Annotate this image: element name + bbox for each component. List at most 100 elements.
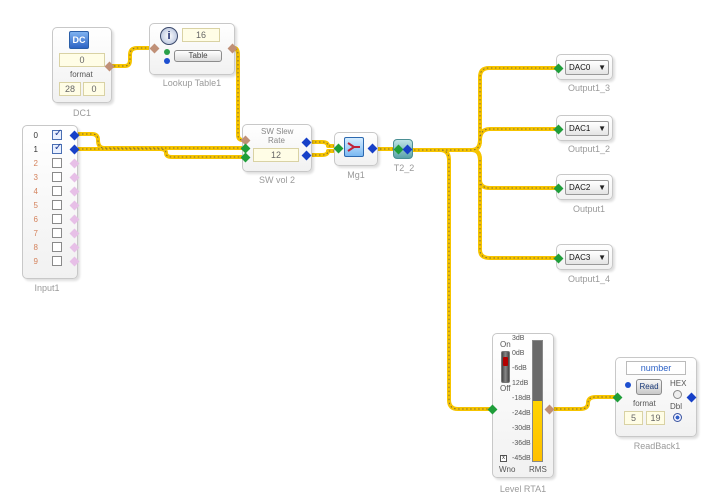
output-block-0[interactable]: DAC0▼	[556, 54, 613, 80]
input-row-output-pin[interactable]	[69, 242, 80, 253]
input-row-number: 0	[33, 131, 38, 140]
meter-scale-label: -6dB	[512, 365, 527, 372]
on-label: On	[500, 340, 511, 349]
output-block-2[interactable]: DAC2▼	[556, 174, 613, 200]
input-row-output-pin[interactable]	[69, 256, 80, 267]
output-3-caption: Output1_4	[567, 274, 611, 284]
level-meter-fill	[533, 401, 542, 461]
swvol-label-line1: SW Slew	[261, 127, 294, 136]
dc-source-icon[interactable]: DC	[69, 31, 89, 49]
input-row-number: 7	[33, 229, 38, 238]
input-row-checkbox[interactable]	[52, 200, 62, 210]
chevron-down-icon: ▼	[598, 183, 606, 192]
meter-scale-label: -24dB	[512, 410, 531, 417]
level-meter-bar	[532, 340, 543, 462]
swvol-caption: SW vol 2	[258, 175, 295, 185]
meter-scale-label: -45dB	[512, 455, 531, 462]
meter-scale-label: -36dB	[512, 440, 531, 447]
meter-scale-label: 0dB	[512, 350, 525, 357]
input-row-output-pin[interactable]	[69, 186, 80, 197]
dc-value-field[interactable]: 0	[59, 53, 105, 67]
input-row-checkbox[interactable]	[52, 158, 62, 168]
input-row-number: 8	[33, 243, 38, 252]
readback-format-b-field[interactable]: 19	[646, 411, 665, 425]
input-row-checkbox[interactable]	[52, 186, 62, 196]
wire-t2-out1	[408, 127, 560, 152]
readback-header: number	[626, 361, 686, 375]
dc-format-a-field[interactable]: 28	[59, 82, 81, 96]
wno-label: Wno	[499, 465, 516, 474]
input-row-checkbox[interactable]	[52, 214, 62, 224]
input-row-number: 4	[33, 187, 38, 196]
wire-swvol-mg1-a	[305, 140, 338, 148]
readback-block[interactable]: number Read HEX Dbl format 5 19	[615, 357, 697, 437]
input-row-output-pin[interactable]	[69, 214, 80, 225]
input-row-number: 6	[33, 215, 38, 224]
input-row-number: 3	[33, 173, 38, 182]
readback-status-dot	[625, 382, 631, 388]
swvol-label-line2: Rate	[268, 136, 285, 145]
dac-select-2[interactable]: DAC2▼	[565, 180, 609, 195]
wno-checkbox[interactable]: x	[500, 455, 507, 462]
swvol-block[interactable]: SW Slew Rate 12	[242, 124, 312, 172]
readback-format-label: format	[633, 399, 656, 408]
chevron-down-icon: ▼	[598, 253, 606, 262]
on-off-toggle[interactable]	[501, 351, 510, 383]
input-row-checkbox[interactable]	[52, 256, 62, 266]
rms-label: RMS	[529, 465, 547, 474]
dbl-label: Dbl	[670, 402, 683, 411]
level-caption: Level RTA1	[499, 484, 547, 494]
dac-select-3[interactable]: DAC3▼	[565, 250, 609, 265]
dac-select-1[interactable]: DAC1▼	[565, 121, 609, 136]
meter-scale-label: 12dB	[512, 380, 529, 387]
input-row-output-pin[interactable]	[69, 200, 80, 211]
lookup-value-field[interactable]: 16	[182, 28, 220, 42]
lookup-table-block[interactable]: i 16 Table	[149, 23, 235, 75]
input-row-output-pin[interactable]	[69, 130, 80, 141]
output-2-caption: Output1	[572, 204, 606, 214]
input-row-checkbox[interactable]	[52, 228, 62, 238]
input-row-output-pin[interactable]	[69, 158, 80, 169]
chevron-down-icon: ▼	[598, 63, 606, 72]
swvol-value-field[interactable]: 12	[253, 148, 299, 162]
input-row-checkbox[interactable]	[52, 242, 62, 252]
meter-scale-label: 3dB	[512, 335, 525, 342]
readback-caption: ReadBack1	[633, 441, 681, 451]
input-row-checkbox[interactable]	[52, 142, 62, 154]
output-block-3[interactable]: DAC3▼	[556, 244, 613, 270]
info-icon[interactable]: i	[160, 27, 178, 45]
table-button[interactable]: Table	[174, 50, 222, 62]
input-row-output-pin[interactable]	[69, 228, 80, 239]
dc-format-b-field[interactable]: 0	[83, 82, 105, 96]
merge-icon[interactable]	[344, 137, 364, 157]
t2-caption: T2_2	[393, 163, 415, 173]
hex-radio[interactable]	[673, 390, 682, 399]
read-button[interactable]: Read	[636, 379, 662, 395]
readback-format-a-field[interactable]: 5	[624, 411, 643, 425]
wire-swvol-mg1-b	[305, 149, 338, 157]
lookup-caption: Lookup Table1	[162, 78, 222, 88]
wire-t2-out0	[408, 66, 560, 152]
input-row-checkbox[interactable]	[52, 128, 62, 140]
hex-label: HEX	[670, 379, 687, 388]
dbl-radio[interactable]	[673, 413, 682, 422]
input-row-output-pin[interactable]	[69, 172, 80, 183]
output-block-1[interactable]: DAC1▼	[556, 115, 613, 141]
input1-caption: Input1	[34, 283, 60, 293]
input1-block[interactable]	[22, 125, 78, 279]
dac-select-0[interactable]: DAC0▼	[565, 60, 609, 75]
dc1-caption: DC1	[72, 108, 91, 118]
lookup-status-dot-blue	[164, 58, 170, 64]
wire-input0-swvol	[72, 132, 248, 150]
dc1-block[interactable]: DC 0 format 28 0	[52, 27, 112, 103]
output-1-caption: Output1_2	[567, 144, 611, 154]
meter-scale-label: -30dB	[512, 425, 531, 432]
wire-t2-out3	[408, 148, 560, 260]
input-row-number: 9	[33, 257, 38, 266]
wire-t2-out2	[408, 148, 560, 190]
input-row-output-pin[interactable]	[69, 144, 80, 155]
dc-format-label: format	[70, 70, 93, 79]
input-row-checkbox[interactable]	[52, 172, 62, 182]
